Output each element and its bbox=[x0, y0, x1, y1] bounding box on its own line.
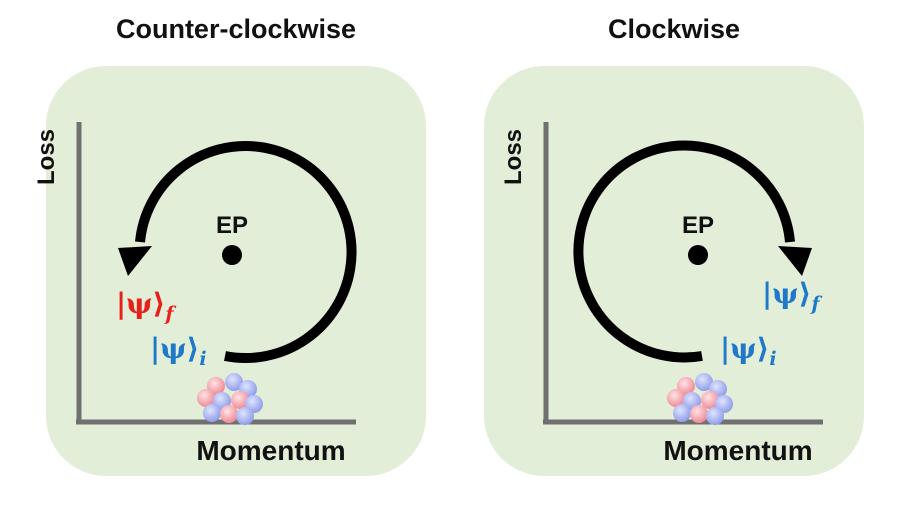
left-final-state: |ψ⟩f bbox=[116, 287, 176, 325]
left-axes bbox=[76, 122, 356, 425]
left-x-axis-label: Momentum bbox=[196, 435, 345, 466]
right-ep-point bbox=[688, 245, 708, 265]
left-ep-label: EP bbox=[216, 212, 248, 239]
right-axes bbox=[543, 122, 823, 425]
right-final-state: |ψ⟩f bbox=[762, 277, 822, 315]
right-y-axis-label: Loss bbox=[500, 129, 527, 185]
right-initial-state: |ψ⟩i bbox=[720, 332, 777, 370]
right-particle-cluster bbox=[667, 373, 733, 425]
right-ep-label: EP bbox=[682, 212, 714, 239]
left-counterclockwise-arrow bbox=[118, 141, 357, 363]
left-ep-point bbox=[222, 245, 242, 265]
left-particle-cluster bbox=[197, 373, 263, 425]
right-arrowhead bbox=[778, 246, 812, 276]
right-clockwise-arrow bbox=[573, 140, 812, 363]
left-panel-title: Counter-clockwise bbox=[115, 14, 357, 44]
left-arrowhead bbox=[118, 246, 152, 276]
right-x-axis-label: Momentum bbox=[663, 435, 812, 466]
left-initial-state: |ψ⟩i bbox=[150, 332, 207, 370]
left-y-axis-label: Loss bbox=[33, 129, 60, 185]
right-panel-title: Clockwise bbox=[607, 14, 741, 44]
